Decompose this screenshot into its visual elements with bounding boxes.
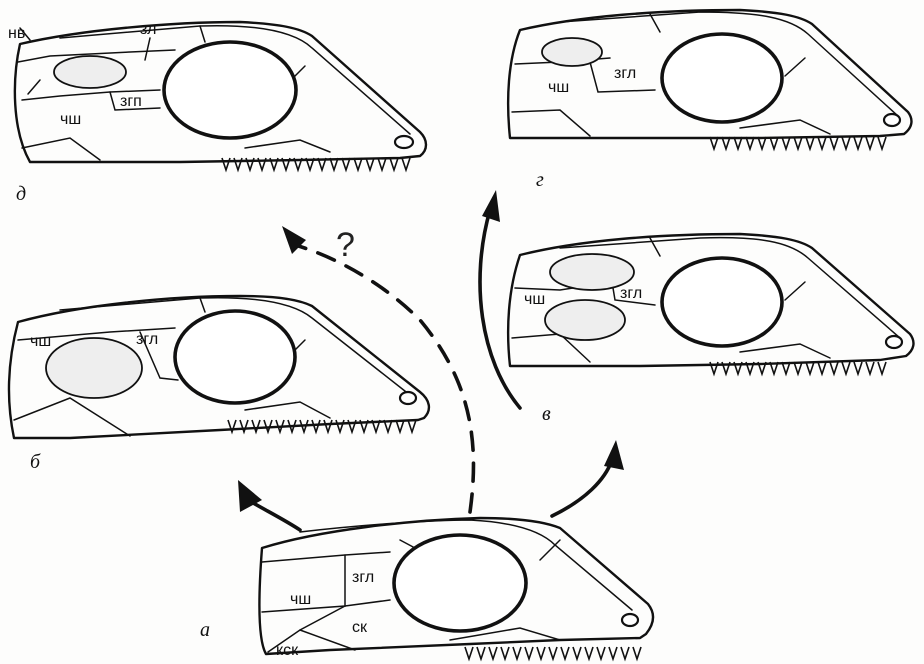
skull-v-lower-temporal-fenestra — [545, 300, 625, 340]
skull-g-lower-suture — [512, 110, 590, 136]
skull-a-label-zgl: згл — [352, 569, 374, 586]
skull-a-orbit-suture-right — [540, 540, 560, 560]
skull-d-label-nv: нв — [8, 25, 25, 42]
arrow-v-to-g-head — [482, 190, 500, 222]
skull-g-temporal-fenestra — [542, 38, 602, 66]
skull-a-mid-suture — [345, 600, 390, 606]
skull-b-jaw-suture — [245, 402, 330, 418]
skull-a: чш згл ск кск а — [200, 518, 653, 659]
skull-d-nv-suture — [28, 80, 40, 94]
skull-g-panel-label: г — [536, 169, 544, 191]
skull-b-label-zgl: згл — [136, 331, 158, 348]
skull-g-orbit — [662, 34, 782, 122]
skull-v-label-zgl: згл — [620, 285, 642, 302]
skull-d-label-chsh: чш — [60, 111, 81, 128]
skull-b-nostril — [400, 392, 416, 404]
arrow-v-to-g — [480, 210, 520, 408]
skull-a-label-chsh: чш — [290, 591, 311, 608]
skull-g-label-chsh: чш — [548, 79, 569, 96]
skull-a-label-ksk: кск — [276, 642, 299, 659]
skull-d-nostril — [395, 136, 413, 148]
skull-v-nostril — [886, 336, 902, 348]
skull-a-nostril — [622, 614, 638, 626]
skull-a-panel-label: а — [200, 619, 210, 641]
skull-a-teeth — [465, 647, 641, 659]
skull-d-label-zgp: згп — [120, 93, 142, 110]
skull-b-label-chsh: чш — [30, 333, 51, 350]
skull-d-panel-label: д — [16, 183, 26, 205]
skull-v-panel-label: в — [542, 403, 551, 425]
skull-a-upper-suture — [262, 552, 390, 562]
skull-b-top-suture — [200, 298, 205, 312]
skull-b: чш згл б — [9, 296, 429, 473]
skull-a-orbit-suture-top — [400, 540, 415, 548]
skull-b-temporal-fenestra — [46, 338, 142, 398]
skull-v-orbit-suture — [785, 282, 805, 300]
skull-g-top-suture — [650, 14, 660, 32]
skull-v-orbit — [662, 258, 782, 346]
arrow-a-to-v — [552, 460, 612, 516]
skull-d-label-zl: зл — [140, 21, 157, 38]
skull-b-orbit — [175, 311, 295, 403]
skull-a-orbit — [394, 535, 526, 631]
skull-v-label-chsh: чш — [524, 291, 545, 308]
skull-d-zl-pointer — [145, 38, 150, 60]
skull-d-jaw-suture — [245, 140, 330, 152]
skull-d-temporal-fenestra — [54, 56, 126, 88]
skull-a-label-sk: ск — [352, 619, 368, 636]
uncertain-path-question-mark: ? — [336, 226, 355, 264]
skull-v-jaw-suture — [740, 344, 830, 358]
skull-b-panel-label: б — [30, 451, 41, 473]
skull-d-lower-suture — [22, 138, 100, 160]
skull-g-nostril — [884, 114, 900, 126]
skull-g-jaw-suture — [740, 120, 830, 134]
skull-d-top-suture — [200, 26, 205, 42]
skull-g-label-zgl: згл — [614, 65, 636, 82]
skull-g: чш згл г — [508, 10, 911, 191]
arrow-a-to-v-head — [604, 440, 624, 470]
arrow-a-to-d-uncertain — [295, 245, 473, 512]
arrow-a-to-b — [248, 500, 300, 530]
skull-a-qj-suture — [300, 630, 355, 650]
skull-b-lower-suture — [14, 398, 130, 436]
skull-d-orbit — [164, 42, 296, 138]
skull-v: чш згл в — [508, 234, 913, 425]
skull-d: нв зл чш згп д — [8, 21, 426, 205]
arrow-a-to-d-head — [282, 226, 306, 254]
skull-g-orbit-suture — [785, 58, 805, 76]
